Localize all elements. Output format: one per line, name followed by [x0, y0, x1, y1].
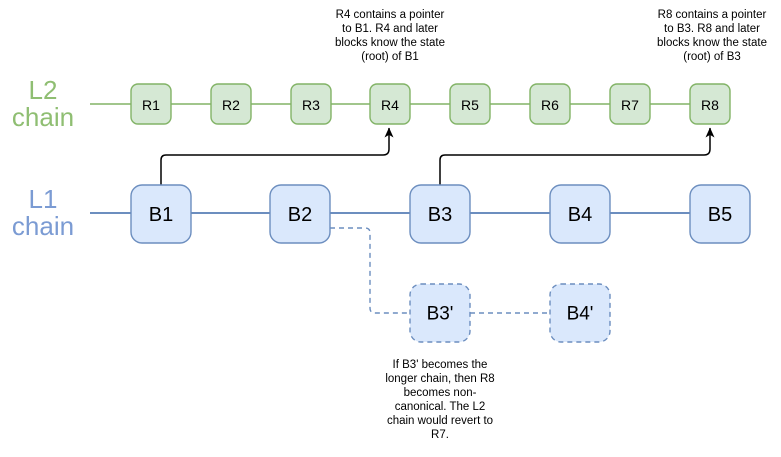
block-r4-label: R4 — [381, 97, 399, 113]
block-b5 — [689, 184, 751, 244]
block-r1-label: R1 — [142, 97, 160, 113]
block-b4 — [549, 184, 611, 244]
block-r4 — [369, 83, 411, 125]
block-b3-prime-label: B3' — [427, 304, 454, 325]
fork-blocks-group: B3' B4' — [409, 283, 611, 343]
l1-chain-label: L1 chain — [11, 184, 75, 241]
block-b2 — [269, 184, 331, 244]
l2-blocks-group: R1 R2 R3 R4 R5 R6 R7 R8 — [130, 83, 731, 125]
block-r6-label: R6 — [541, 97, 559, 113]
block-r5-label: R5 — [461, 97, 479, 113]
arrow-b3-to-r8 — [439, 127, 715, 185]
block-r8-label: R8 — [701, 97, 719, 113]
block-b4-prime — [549, 283, 611, 343]
block-r2-label: R2 — [222, 97, 240, 113]
block-b4-prime-label: B4' — [567, 304, 594, 325]
block-b3-label: B3 — [428, 204, 452, 226]
fork-branch-connector — [330, 227, 409, 314]
block-b5-label: B5 — [708, 204, 732, 226]
block-b2-label: B2 — [288, 204, 312, 226]
block-r8 — [689, 83, 731, 125]
block-r1 — [130, 83, 172, 125]
block-r7-label: R7 — [621, 97, 639, 113]
block-r3-label: R3 — [302, 97, 320, 113]
block-r7 — [609, 83, 651, 125]
annotation-r8-pointer: R8 contains a pointer to B3. R8 and late… — [657, 9, 767, 63]
block-r3 — [290, 83, 332, 125]
arrow-b1-to-r4 — [160, 127, 394, 185]
block-b3 — [409, 184, 471, 244]
l1-blocks-group: B1 B2 B3 B4 B5 — [130, 184, 751, 244]
block-b1 — [130, 184, 192, 244]
block-r5 — [449, 83, 491, 125]
l2-chain-label: L2 chain — [11, 75, 75, 132]
block-r2 — [210, 83, 252, 125]
block-b3-prime — [409, 283, 471, 343]
block-r6 — [529, 83, 571, 125]
annotation-r4-pointer: R4 contains a pointer to B1. R4 and late… — [335, 9, 445, 63]
block-b1-label: B1 — [149, 204, 173, 226]
annotation-fork-revert: If B3' becomes the longer chain, then R8… — [385, 359, 495, 441]
block-b4-label: B4 — [568, 204, 592, 226]
